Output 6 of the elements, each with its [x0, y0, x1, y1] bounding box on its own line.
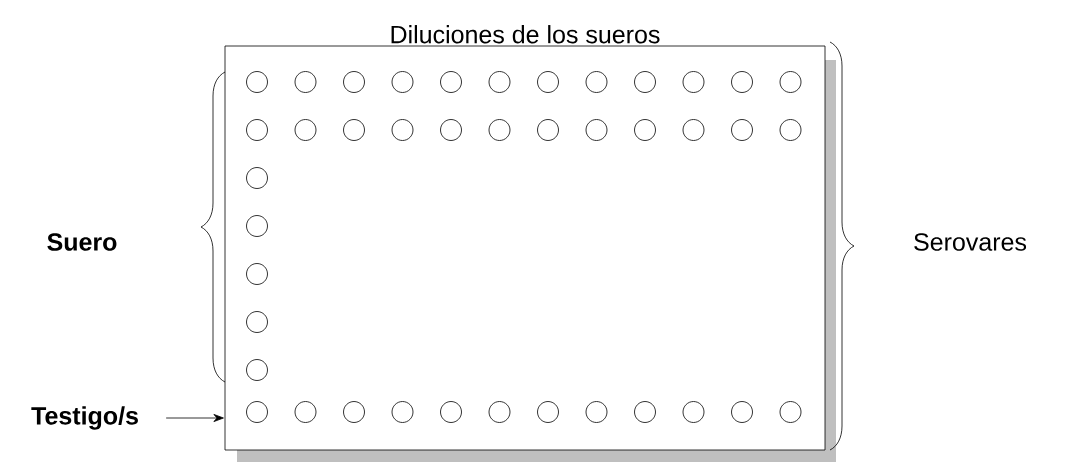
bracket-label: Suero — [47, 233, 117, 251]
bold-label: Testigo/s — [31, 406, 138, 430]
arrow — [165, 414, 224, 422]
plate-box: Diluciones de los sueros — [224, 25, 826, 451]
node-label: Diluciones de los sueros — [391, 25, 660, 44]
bracket-label: Serovares — [914, 233, 1027, 251]
